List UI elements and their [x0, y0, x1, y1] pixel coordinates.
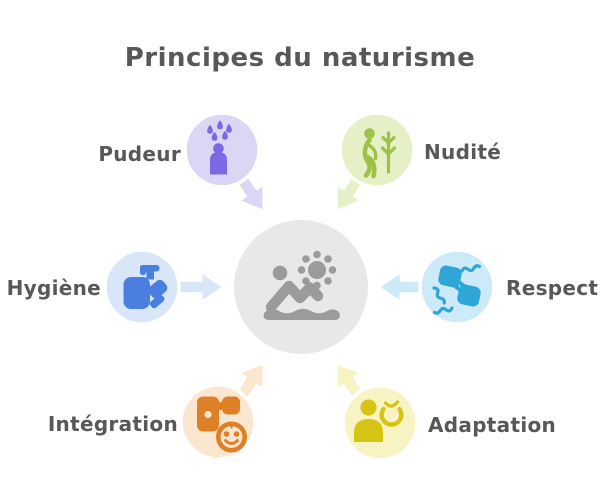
nudite-circle — [338, 111, 416, 189]
node-pudeur: Pudeur — [98, 111, 261, 189]
label-pudeur: Pudeur — [98, 142, 181, 166]
label-adaptation: Adaptation — [428, 413, 556, 437]
label-respect: Respect — [506, 276, 598, 300]
node-respect: Respect — [418, 248, 598, 326]
node-adaptation: Adaptation — [341, 384, 556, 462]
label-nudite: Nudité — [424, 140, 501, 164]
node-center — [230, 216, 372, 358]
hands-respect-icon — [431, 263, 482, 316]
sunbathing-beach-icon — [263, 250, 340, 320]
label-integration: Intégration — [48, 412, 178, 436]
node-integration: Intégration — [48, 383, 257, 461]
adaptation-circle — [341, 384, 419, 462]
diagram-title: Principes du naturisme — [125, 43, 476, 73]
nude-figure-icon — [362, 128, 397, 179]
node-hygiene: Hygiène — [7, 248, 181, 326]
soap-dispenser-icon — [123, 265, 168, 309]
center-circle — [230, 216, 372, 358]
puzzle-smiley-icon — [197, 396, 248, 453]
shower-person-icon — [207, 120, 232, 175]
arrow-hygiene — [172, 270, 226, 304]
label-hygiene: Hygiène — [7, 276, 101, 300]
mask-person-icon — [354, 399, 404, 442]
node-nudite: Nudité — [338, 111, 501, 189]
